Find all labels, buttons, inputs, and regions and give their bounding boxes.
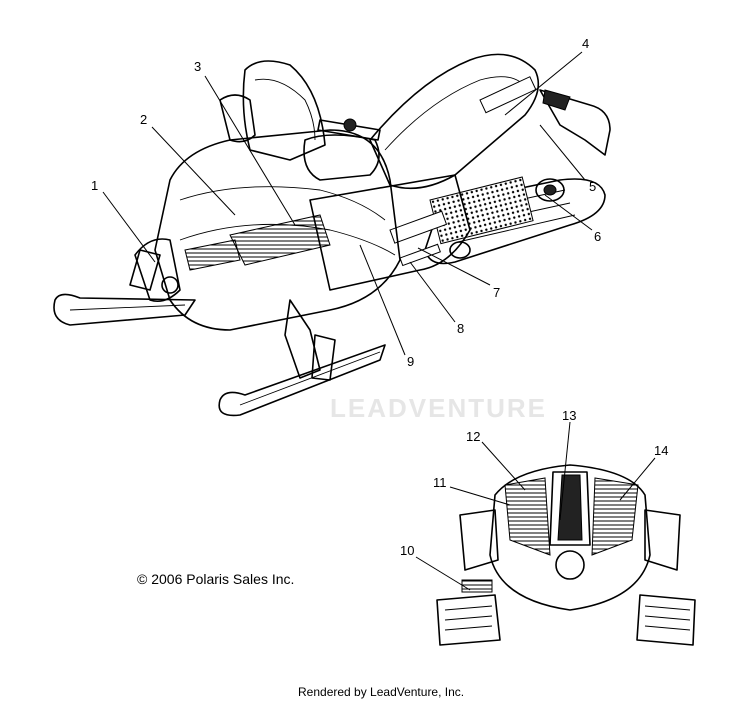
callout-labels: 1 2 3 4 5 6 7 8 9 10 11 12 13 14 <box>91 36 668 558</box>
callout-9: 9 <box>407 354 414 369</box>
callout-3: 3 <box>194 59 201 74</box>
callout-12: 12 <box>466 429 480 444</box>
callout-8: 8 <box>457 321 464 336</box>
callout-2: 2 <box>140 112 147 127</box>
leader-lines <box>102 51 656 591</box>
watermark-text: LEADVENTURE <box>330 393 547 423</box>
callout-7: 7 <box>493 285 500 300</box>
snowmobile-side-view <box>53 53 611 417</box>
rendered-by-footer: Rendered by LeadVenture, Inc. <box>298 685 464 699</box>
copyright-text: © 2006 Polaris Sales Inc. <box>137 571 294 587</box>
callout-5: 5 <box>589 179 596 194</box>
callout-11: 11 <box>433 475 447 490</box>
callout-10: 10 <box>400 543 414 558</box>
callout-4: 4 <box>582 36 589 51</box>
callout-14: 14 <box>654 443 668 458</box>
callout-13: 13 <box>562 408 576 423</box>
callout-1: 1 <box>91 178 98 193</box>
callout-6: 6 <box>594 229 601 244</box>
snowmobile-front-view <box>436 464 696 646</box>
